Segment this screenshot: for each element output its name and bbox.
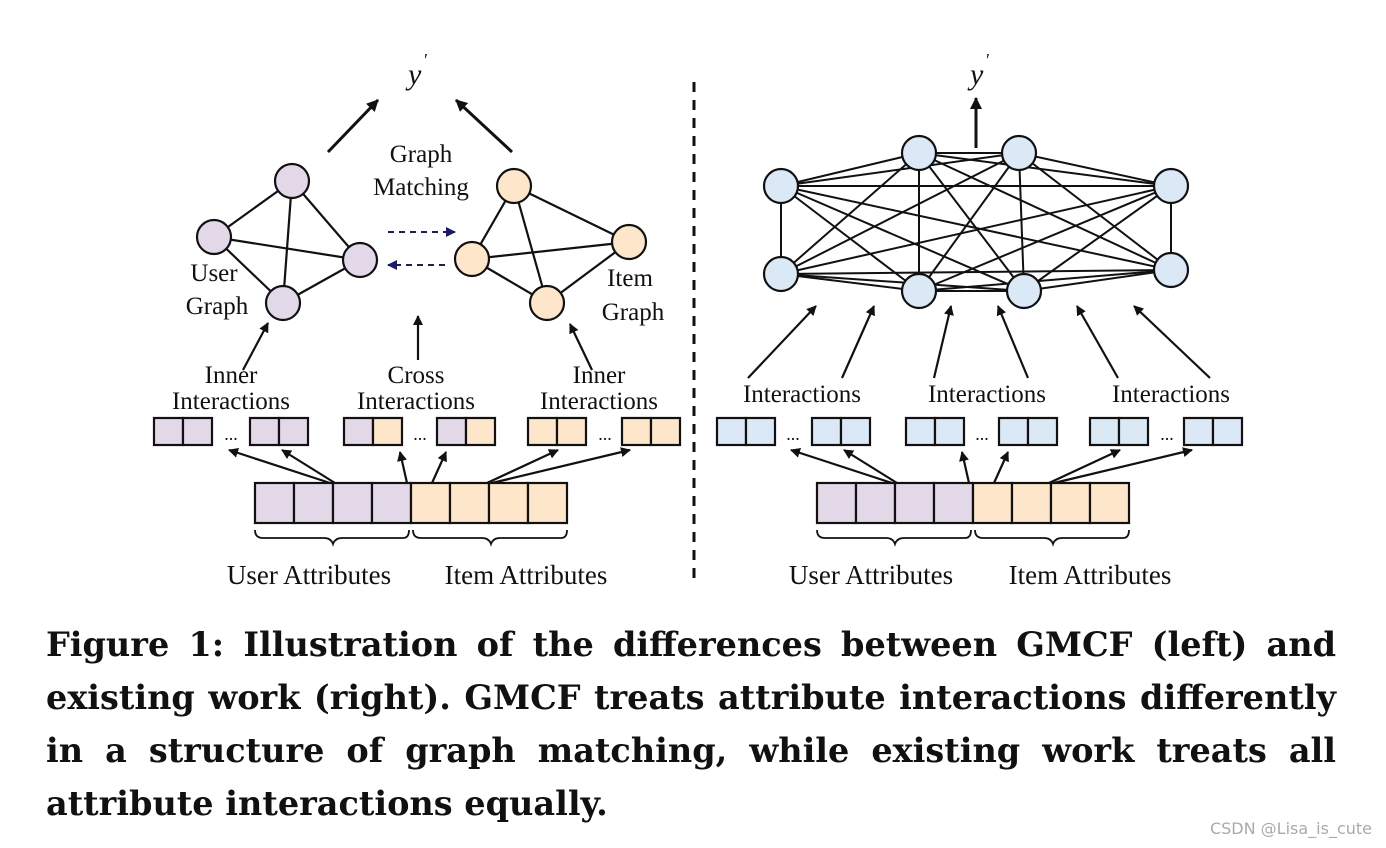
right-user-attributes-brace [816, 529, 972, 547]
right-item-attributes-brace [974, 529, 1130, 547]
right-interactions-label-3: Interactions [1112, 381, 1230, 408]
network-node [762, 167, 800, 205]
graph-matching-label-line2: Matching [373, 174, 469, 201]
user-graph-node [273, 162, 311, 200]
ellipsis: ... [413, 424, 427, 444]
right-output-prime: ′ [986, 50, 990, 70]
user-graph-node [195, 218, 233, 256]
right-user-attributes-label: User Attributes [789, 560, 953, 590]
user-graph-node [341, 241, 379, 279]
user-graph-node [264, 284, 302, 322]
item-graph-node [453, 240, 491, 278]
left-output-label: y [405, 58, 422, 91]
right-interaction-pairs [715, 416, 1244, 447]
left-attribute-row [253, 481, 569, 525]
item-graph-label-line2: Graph [602, 299, 665, 326]
ellipsis: ... [975, 424, 989, 444]
user-graph-label-line1: User [190, 260, 238, 287]
ellipsis: ... [224, 424, 238, 444]
item-graph [453, 167, 648, 322]
ellipsis: ... [786, 424, 800, 444]
fully-connected-network [780, 152, 1172, 292]
diagram-svg: y ′ Graph Matching User Graph [152, 50, 1244, 590]
inner-interactions-right-line2: Interactions [540, 388, 658, 415]
right-attribute-row [815, 481, 1131, 525]
inner-interactions-left-line2: Interactions [172, 388, 290, 415]
inner-interactions-right-line1: Inner [573, 362, 626, 389]
cross-interactions-line2: Interactions [357, 388, 475, 415]
network-node [1152, 251, 1190, 289]
right-interaction-arrows [747, 305, 1211, 379]
right-panel: y ′ [715, 50, 1244, 590]
cross-interactions-line1: Cross [388, 362, 445, 389]
right-attribute-arrows [790, 447, 1193, 485]
left-panel: y ′ Graph Matching User Graph [152, 50, 682, 590]
arrow-item-graph-to-output [454, 98, 514, 154]
item-graph-node [495, 167, 533, 205]
network-nodes [762, 134, 1190, 310]
right-output-label: y [967, 58, 984, 91]
right-interactions-label-1: Interactions [743, 381, 861, 408]
graph-matching-label-line1: Graph [390, 141, 453, 168]
network-node [1005, 272, 1043, 310]
user-graph-label-line2: Graph [186, 293, 249, 320]
network-node [900, 272, 938, 310]
figure-caption: Figure 1: Illustration of the difference… [46, 625, 1336, 823]
user-attributes-brace [254, 529, 410, 547]
network-node [900, 134, 938, 172]
right-item-attributes-label: Item Attributes [1009, 560, 1172, 590]
network-node [1000, 134, 1038, 172]
left-user-attributes-label: User Attributes [227, 560, 391, 590]
figure-diagram: y ′ Graph Matching User Graph [152, 50, 1244, 590]
ellipsis: ... [1160, 424, 1174, 444]
watermark: CSDN @Lisa_is_cute [1209, 819, 1372, 838]
item-graph-node [528, 284, 566, 322]
item-graph-node [610, 223, 648, 261]
inner-interactions-left-line1: Inner [205, 362, 258, 389]
item-attributes-brace [412, 529, 568, 547]
left-item-attributes-label: Item Attributes [445, 560, 608, 590]
left-output-prime: ′ [424, 50, 428, 70]
right-interactions-label-2: Interactions [928, 381, 1046, 408]
arrow-inner-to-user-graph [242, 322, 269, 371]
user-graph [195, 162, 379, 322]
left-attribute-arrows [228, 447, 631, 485]
arrow-user-graph-to-output [326, 98, 380, 154]
network-node [1152, 167, 1190, 205]
ellipsis: ... [598, 424, 612, 444]
network-node [762, 255, 800, 293]
item-graph-label-line1: Item [607, 265, 653, 292]
arrow-inner-to-item-graph [569, 323, 593, 371]
left-interaction-pairs [152, 416, 682, 447]
